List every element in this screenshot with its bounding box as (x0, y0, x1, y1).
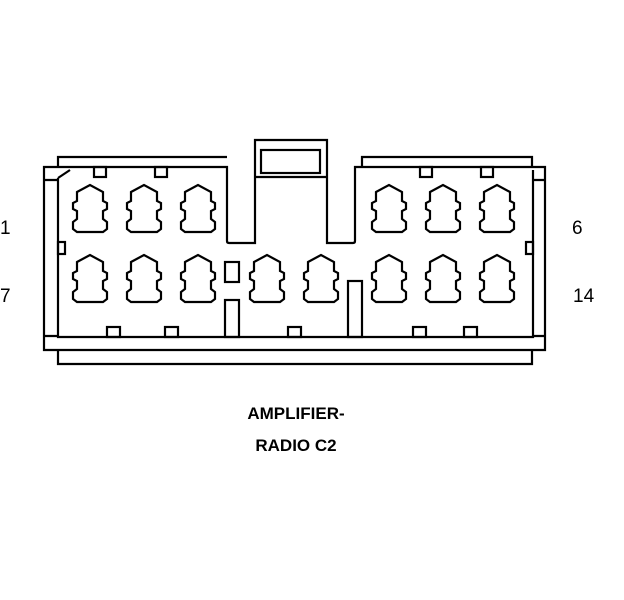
pin-cavity (370, 183, 408, 234)
connector-top-flange-left (56, 155, 227, 167)
connector-caption-line2: RADIO C2 (255, 436, 337, 455)
connector-outer-body (42, 138, 547, 352)
pin-label-6: 6 (572, 218, 583, 239)
pin-cavity (478, 253, 516, 304)
connector-bump (411, 325, 428, 339)
connector-top-flange-right (360, 155, 534, 167)
connector-bottom-flange (56, 350, 534, 366)
connector-bump (462, 325, 479, 339)
connector-inner-wall (56, 169, 535, 339)
connector-bump (163, 325, 180, 339)
pin-cavity (71, 183, 109, 234)
connector-bump (418, 165, 434, 179)
cavity-row-bottom (71, 253, 516, 304)
connector-bump (153, 165, 169, 179)
connector-latch-slot (259, 148, 322, 175)
connector-bump (479, 165, 495, 179)
pin-cavity (179, 183, 217, 234)
connector-side-rib-left (44, 178, 58, 338)
pin-cavity (424, 253, 462, 304)
pin-label-1: 1 (0, 218, 11, 239)
connector-bump (92, 165, 108, 179)
cavity-row-top (71, 183, 516, 234)
pin-label-7: 7 (0, 286, 11, 307)
pin-cavity (302, 253, 340, 304)
connector-caption-line1: AMPLIFIER- (247, 404, 345, 423)
pin-cavity (179, 253, 217, 304)
pin-cavity (248, 253, 286, 304)
connector-bump (286, 325, 303, 339)
pin-cavity (370, 253, 408, 304)
connector-side-tab (524, 240, 535, 256)
connector-bump (105, 325, 122, 339)
connector-key-post (223, 298, 241, 339)
pin-cavity (424, 183, 462, 234)
pin-cavity (71, 253, 109, 304)
connector-side-rib-right (533, 178, 545, 338)
pin-cavity (478, 183, 516, 234)
pin-label-14: 14 (573, 286, 595, 307)
connector-key-square (223, 260, 241, 284)
pin-cavity (125, 253, 163, 304)
connector-side-tab (56, 240, 67, 256)
connector-key-post (346, 279, 364, 339)
pin-cavity (125, 183, 163, 234)
